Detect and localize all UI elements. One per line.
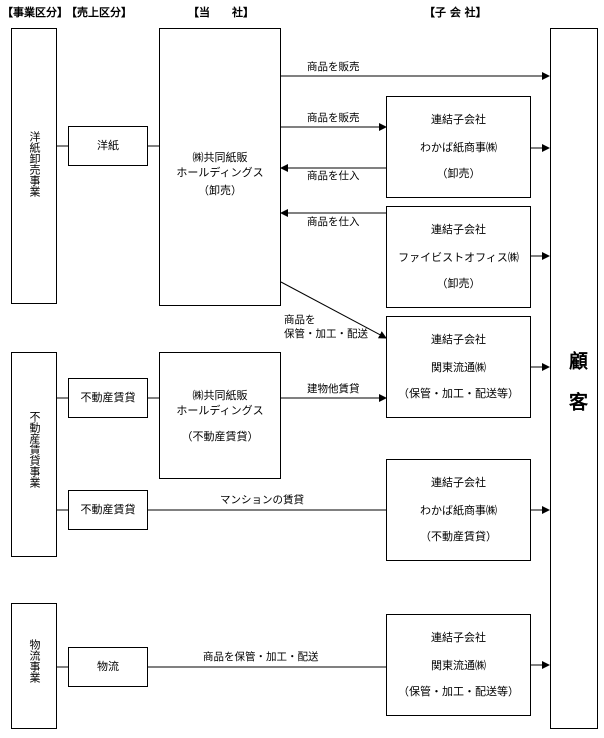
segment-paper-label: 洋紙卸売事業 [28, 131, 41, 197]
sales-logistics-label: 物流 [97, 660, 119, 673]
flow-label-sell-s1: 商品を販売 [307, 112, 360, 124]
header-company: 【当 社】 [188, 6, 254, 19]
subsidiary-1-line1: 連結子会社 [431, 113, 486, 126]
flow-label-sell-direct: 商品を販売 [307, 61, 360, 73]
sales-realestate-1-label: 不動産賃貸 [80, 391, 136, 404]
subsidiary-1-line3: （卸売） [436, 167, 481, 180]
segment-paper-wholesale: 洋紙卸売事業 [11, 28, 57, 304]
company-wholesale-line1: ㈱共同紙販 [192, 151, 248, 164]
subsidiary-kanto-logistics-2: 連結子会社 関東流通㈱ （保管・加工・配送等） [386, 614, 531, 716]
subsidiary-3-line3: （保管・加工・配送等） [398, 387, 519, 400]
company-wholesale: ㈱共同紙販 ホールディングス （卸売） [159, 28, 281, 306]
customer-box: 顧客 [550, 28, 598, 729]
subsidiary-2-line2: ファイビストオフィス㈱ [398, 251, 519, 264]
subsidiary-2-line3: （卸売） [436, 277, 481, 290]
header-sales-segment: 【売上区分】 [66, 6, 132, 19]
company-rental-line2: ホールディングス [176, 404, 264, 417]
sales-logistics: 物流 [68, 647, 148, 687]
subsidiary-3-line1: 連結子会社 [431, 333, 486, 346]
flow-label-logistics: 商品を保管・加工・配送 [203, 651, 319, 663]
segment-realestate: 不動産賃貸事業 [11, 352, 57, 557]
flow-label-buy-s2: 商品を仕入 [307, 216, 360, 228]
sales-paper-label: 洋紙 [97, 139, 119, 152]
subsidiary-4-line1: 連結子会社 [431, 476, 486, 489]
subsidiary-5-line1: 連結子会社 [431, 631, 486, 644]
subsidiary-fivest-office: 連結子会社 ファイビストオフィス㈱ （卸売） [386, 206, 531, 308]
sales-realestate-2: 不動産賃貸 [68, 490, 148, 530]
sales-paper: 洋紙 [68, 126, 148, 166]
flow-label-store-line2: 保管・加工・配送 [284, 328, 368, 340]
segment-realestate-label: 不動産賃貸事業 [28, 411, 41, 488]
subsidiary-2-line1: 連結子会社 [431, 223, 486, 236]
subsidiary-kanto-logistics-1: 連結子会社 関東流通㈱ （保管・加工・配送等） [386, 316, 531, 418]
subsidiary-1-line2: わかば紙商事㈱ [420, 141, 497, 154]
header-subsidiary: 【子 会 社】 [424, 6, 487, 19]
flow-label-building-rent: 建物他賃貸 [307, 383, 360, 395]
segment-logistics: 物流事業 [11, 603, 57, 729]
customer-label: 顧客 [566, 351, 588, 433]
company-rental-line1: ㈱共同紙販 [192, 389, 248, 402]
company-wholesale-line2: ホールディングス [176, 166, 264, 179]
sales-realestate-2-label: 不動産賃貸 [80, 503, 136, 516]
flow-label-mansion-rent: マンションの賃貸 [220, 494, 304, 506]
flow-label-buy-s1: 商品を仕入 [307, 170, 360, 182]
company-wholesale-line3: （卸売） [198, 184, 242, 197]
subsidiary-5-line3: （保管・加工・配送等） [398, 685, 519, 698]
subsidiary-4-line2: わかば紙商事㈱ [420, 504, 497, 517]
header-business-segment: 【事業区分】 [2, 6, 68, 19]
arrow-store-s3 [280, 281, 387, 339]
subsidiary-5-line2: 関東流通㈱ [431, 659, 486, 672]
sales-realestate-1: 不動産賃貸 [68, 378, 148, 418]
company-rental-line3: （不動産賃貸） [181, 430, 259, 443]
subsidiary-wakaba-realestate: 連結子会社 わかば紙商事㈱ （不動産賃貸） [386, 459, 531, 561]
subsidiary-3-line2: 関東流通㈱ [431, 361, 486, 374]
flow-label-store-line1: 商品を [284, 314, 316, 326]
subsidiary-4-line3: （不動産賃貸） [420, 530, 497, 543]
segment-logistics-label: 物流事業 [28, 639, 41, 683]
company-rental: ㈱共同紙販 ホールディングス （不動産賃貸） [159, 352, 281, 479]
subsidiary-wakaba-wholesale: 連結子会社 わかば紙商事㈱ （卸売） [386, 96, 531, 198]
